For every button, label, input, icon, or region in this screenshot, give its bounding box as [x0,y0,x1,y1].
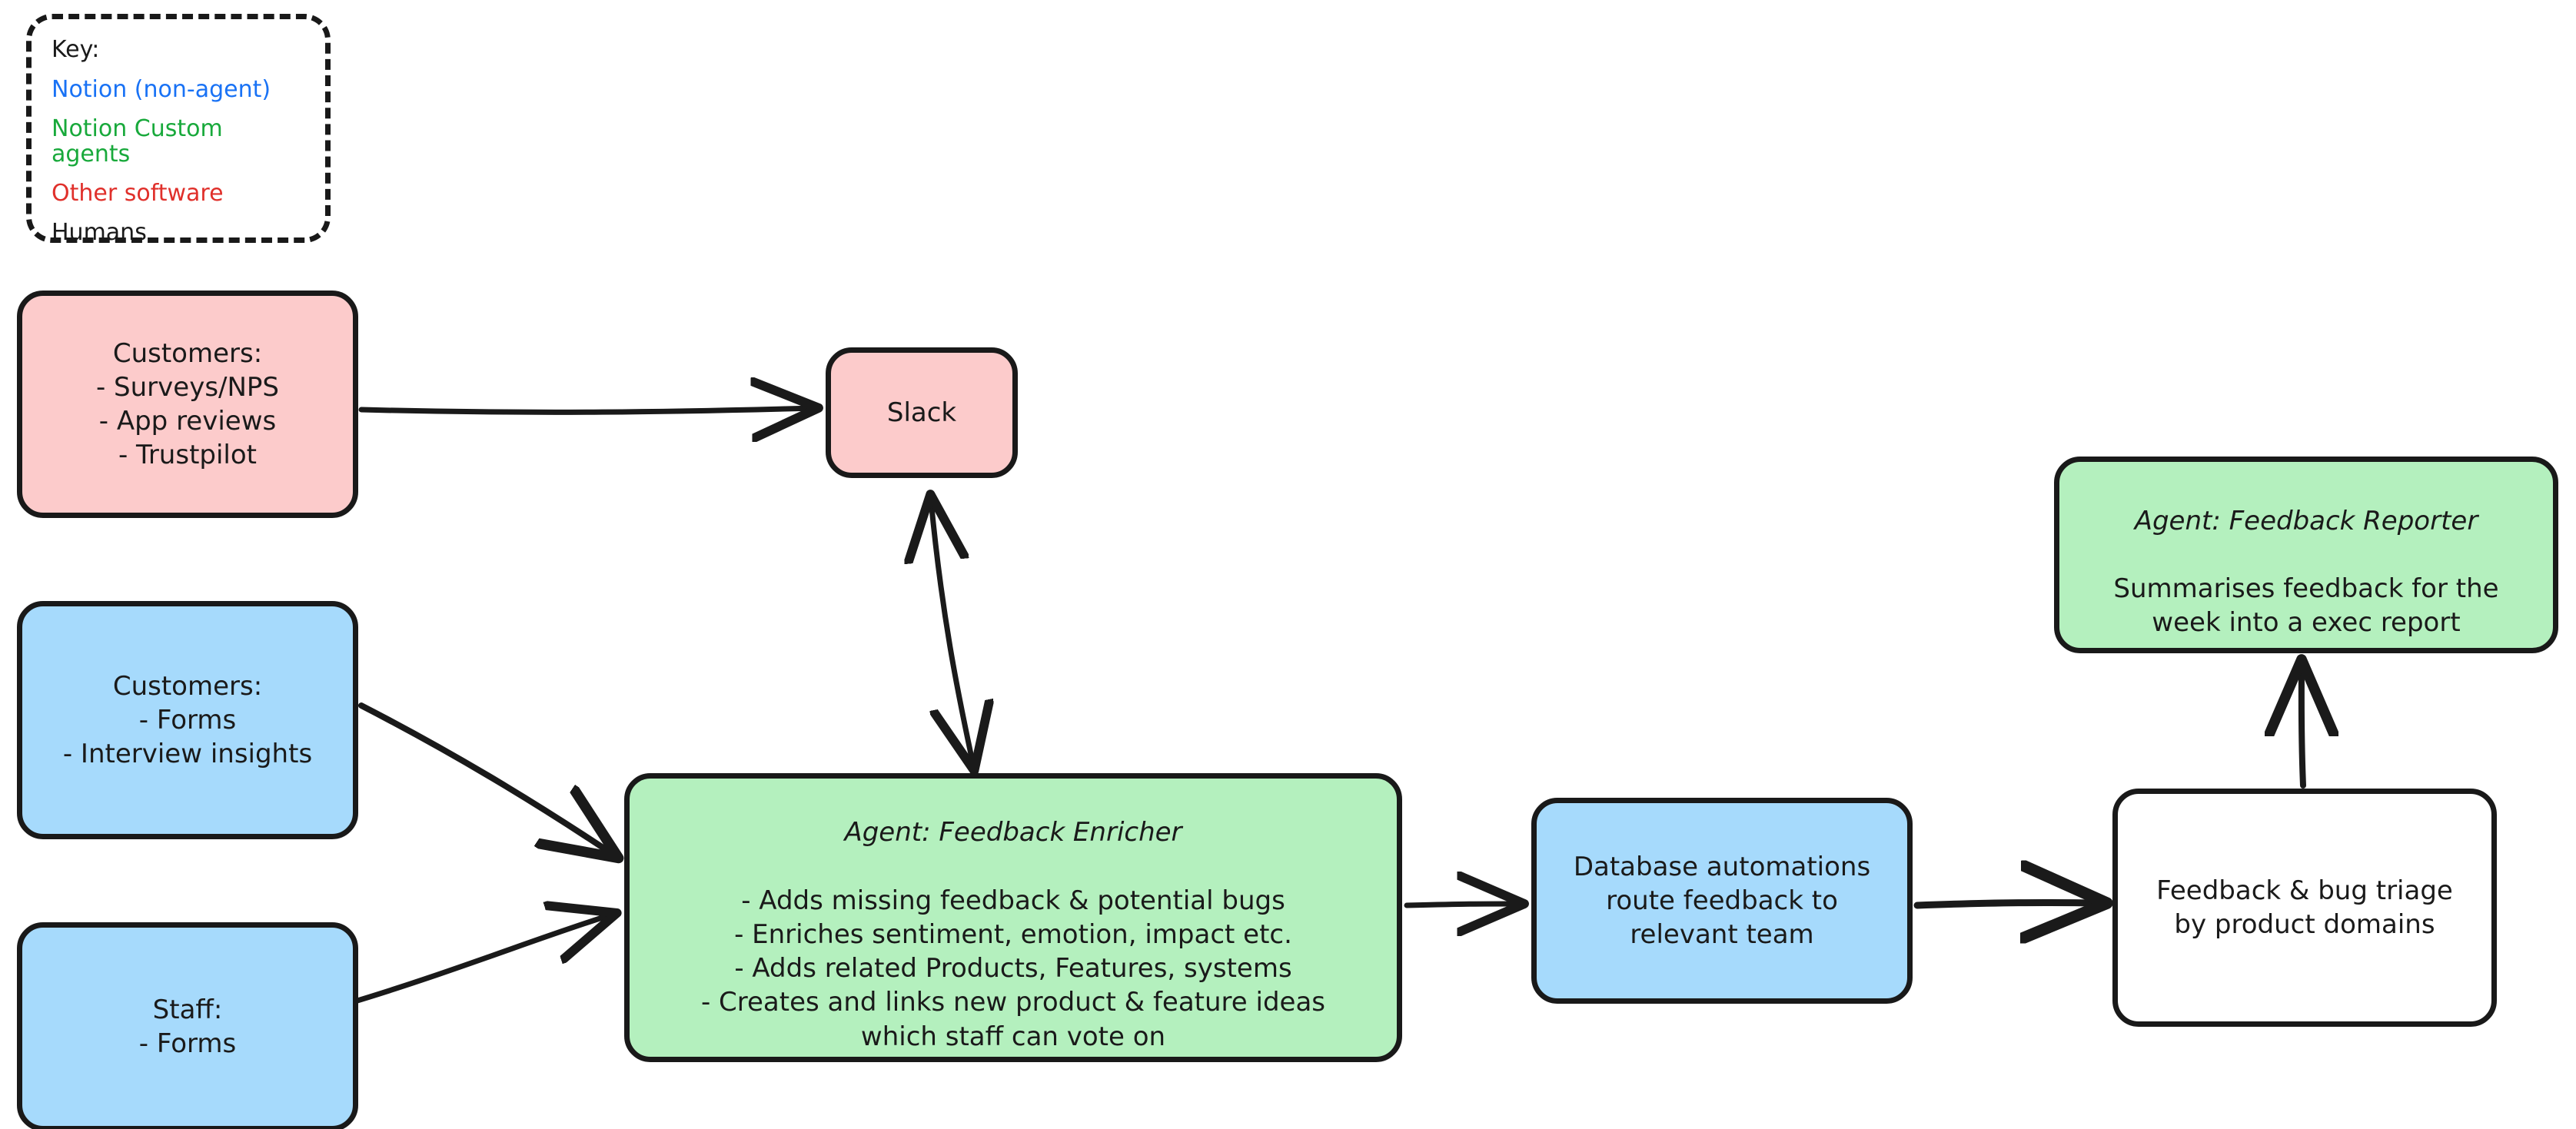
node-database-automations[interactable]: Database automations route feedback to r… [1531,798,1913,1004]
node-agent-feedback-reporter-body: Summarises feedback for the week into a … [2113,573,2499,639]
edge-customers-blue-to-feedback-enricher [358,702,613,855]
edge-staff-to-feedback-enricher [341,915,612,1008]
node-slack[interactable]: Slack [826,347,1018,478]
node-staff-forms[interactable]: Staff: - Forms [17,922,358,1129]
node-agent-feedback-reporter-title: Agent: Feedback Reporter [2134,505,2478,536]
key-item-other-software: Other software [52,180,224,207]
key-title: Key: [52,36,100,63]
node-agent-feedback-reporter[interactable]: Agent: Feedback Reporter Summarises feed… [2054,457,2558,653]
node-agent-feedback-enricher-title: Agent: Feedback Enricher [844,817,1182,848]
node-feedback-bug-triage-label: Feedback & bug triage by product domains [2156,875,2453,940]
node-feedback-bug-triage[interactable]: Feedback & bug triage by product domains [2112,789,2497,1027]
key-item-notion-custom-agents: Notion Custom agents [52,115,223,168]
edge-feedback-enricher-to-database-automations [1404,904,1519,905]
node-staff-forms-label: Staff: - Forms [138,994,237,1059]
edge-database-automations-to-triage [1913,902,2100,905]
node-customers-forms[interactable]: Customers: - Forms - Interview insights [17,601,358,839]
edge-triage-to-feedback-reporter [2302,666,2303,789]
node-customers-surveys-label: Customers: - Surveys/NPS - App reviews -… [95,337,280,471]
node-agent-feedback-enricher-body: - Adds missing feedback & potential bugs… [700,885,1326,1052]
node-customers-surveys[interactable]: Customers: - Surveys/NPS - App reviews -… [17,291,358,518]
node-slack-label: Slack [886,397,957,428]
node-agent-feedback-enricher[interactable]: Agent: Feedback Enricher - Adds missing … [624,773,1402,1062]
key-legend: Key: Notion (non-agent) Notion Custom ag… [26,14,331,246]
key-item-notion-non-agent: Notion (non-agent) [52,76,271,103]
edge-customers-pink-to-slack [358,408,813,412]
edge-slack-to-feedback-enricher [931,500,973,765]
node-customers-forms-label: Customers: - Forms - Interview insights [62,670,313,770]
node-database-automations-label: Database automations route feedback to r… [1573,851,1871,951]
key-item-humans: Humans [52,219,147,246]
